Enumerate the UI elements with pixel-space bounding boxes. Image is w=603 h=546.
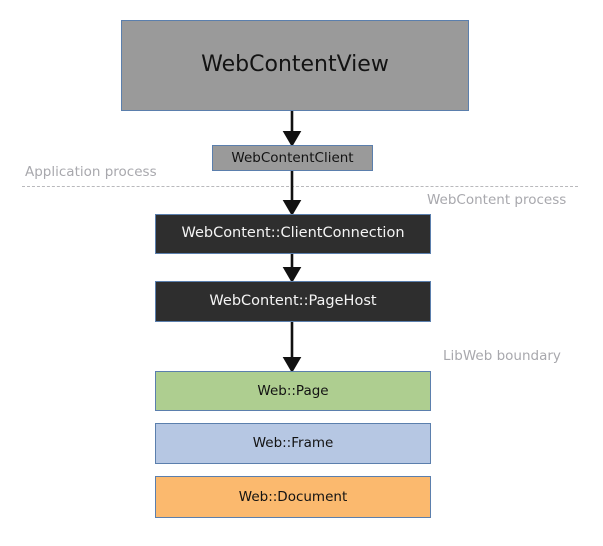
process-boundary-divider	[22, 186, 578, 187]
node-webcontent-clientconnection[interactable]: WebContent::ClientConnection	[155, 214, 431, 254]
boundary-label-webcontent-process: WebContent process	[427, 192, 567, 208]
node-webcontentclient[interactable]: WebContentClient	[212, 145, 373, 171]
node-web-page-label: Web::Page	[257, 382, 329, 399]
node-web-page[interactable]: Web::Page	[155, 371, 431, 411]
node-webcontent-pagehost-label: WebContent::PageHost	[209, 292, 377, 309]
node-web-document-label: Web::Document	[238, 488, 348, 505]
node-webcontentclient-label: WebContentClient	[231, 149, 354, 166]
boundary-label-application-process: Application process	[25, 164, 157, 180]
node-webcontent-clientconnection-label: WebContent::ClientConnection	[181, 225, 405, 242]
node-web-frame[interactable]: Web::Frame	[155, 423, 431, 464]
node-webcontentview[interactable]: WebContentView	[121, 20, 469, 111]
node-web-frame-label: Web::Frame	[252, 435, 334, 452]
node-webcontent-pagehost[interactable]: WebContent::PageHost	[155, 281, 431, 322]
node-webcontentview-label: WebContentView	[201, 52, 389, 78]
node-web-document[interactable]: Web::Document	[155, 476, 431, 518]
annotation-libweb-boundary: LibWeb boundary	[443, 348, 561, 364]
